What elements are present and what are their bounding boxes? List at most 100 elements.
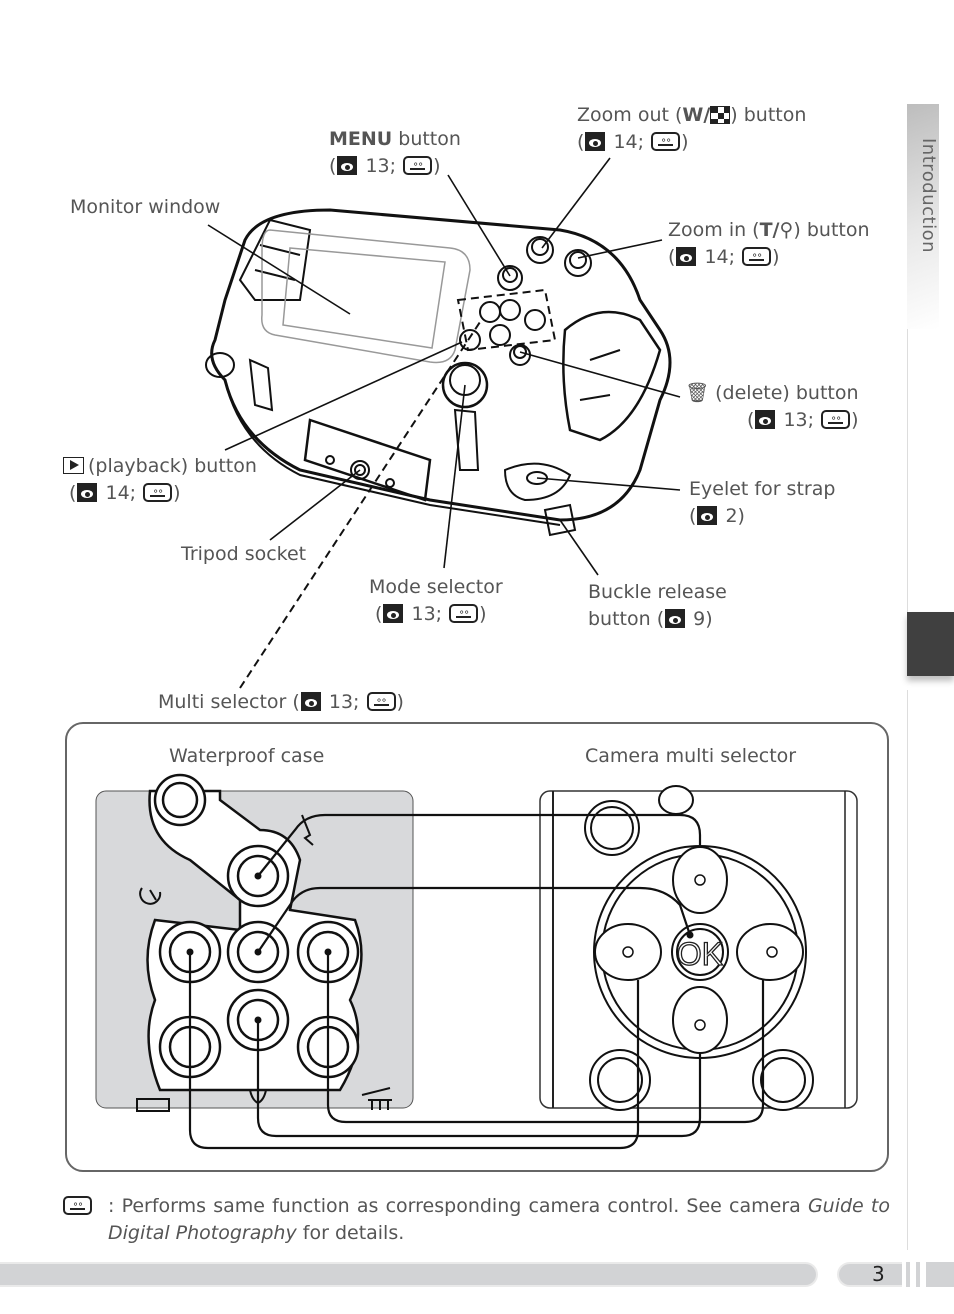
camera-manual-icon — [143, 481, 173, 508]
callout-menu: MENU button ( 13; ) — [329, 126, 461, 181]
ok-label: OK — [677, 936, 723, 972]
strap-right — [562, 310, 662, 442]
delete-icon-case — [361, 1087, 392, 1110]
camera-manual-icon — [403, 154, 433, 181]
trash-icon: 🗑︎ — [684, 382, 710, 404]
footnote-guide-title: Guide to Digital Photography — [108, 1195, 890, 1244]
connector-left — [188, 952, 640, 1150]
footnote-end: for details. — [296, 1222, 405, 1244]
playback-icon — [63, 457, 84, 474]
eyelet-ref: 2) — [725, 505, 745, 527]
eyelet-label: Eyelet for strap — [689, 478, 836, 500]
callout-multi-selector: Multi selector ( 13; ) — [158, 689, 404, 717]
case-body-outline — [210, 208, 672, 522]
footer-bar — [0, 1262, 818, 1287]
footnote-main: : Performs same function as correspondin… — [108, 1195, 808, 1217]
case-lower-edge — [224, 379, 561, 526]
page-number: 3 — [872, 1262, 885, 1286]
connector-ok — [257, 886, 692, 953]
connector-right — [326, 952, 765, 1124]
page-number-pill — [837, 1262, 902, 1287]
mode-selector-dial — [441, 361, 489, 409]
case-button-cluster — [146, 773, 363, 1092]
multi-selector-leader-dashed — [239, 321, 481, 689]
leader-mode — [443, 384, 466, 569]
self-timer-icon — [139, 887, 162, 905]
camera-manual-icon — [651, 130, 681, 157]
eye-reference-icon — [383, 604, 404, 623]
mode-selector-ref: 13; — [411, 603, 443, 625]
callout-buckle-release: Buckle release button ( 9) — [588, 579, 727, 633]
leader-delete — [519, 351, 681, 398]
zoom-in-key: T/ — [759, 219, 780, 241]
eye-reference-icon — [665, 609, 686, 628]
footer-stripe — [926, 1262, 954, 1287]
eye-reference-icon — [755, 410, 776, 429]
callout-zoom-in: Zoom in (T/⚲) button ( 14; ) — [668, 217, 870, 272]
playback-ref: 14; — [105, 482, 137, 504]
callout-tripod-socket: Tripod socket — [181, 543, 307, 565]
zoom-in-label-end: ) button — [793, 219, 870, 241]
buckle-label-2: button ( — [588, 608, 665, 630]
eye-reference-icon — [77, 483, 98, 502]
eye-reference-icon — [697, 506, 718, 525]
footnote-text: : Performs same function as correspondin… — [108, 1193, 890, 1247]
eye-reference-icon — [300, 692, 321, 711]
side-tab-label: Introduction — [918, 138, 939, 254]
eye-reference-icon — [337, 156, 358, 175]
eye-reference-icon — [585, 132, 606, 151]
delete-label: (delete) button — [715, 382, 859, 404]
side-section-marker — [907, 612, 954, 676]
side-divider-lower — [907, 690, 908, 1250]
eye-reference-icon — [676, 247, 697, 266]
flash-icon — [301, 814, 314, 846]
multi-selector-highlight — [456, 288, 557, 352]
callout-zoom-out: Zoom out (W/) button ( 14; ) — [577, 102, 806, 157]
callout-eyelet: Eyelet for strap ( 2) — [689, 478, 836, 527]
playback-label: (playback) button — [88, 455, 257, 477]
camera-manual-icon — [366, 690, 396, 717]
callout-playback: (playback) button ( 14; ) — [63, 453, 257, 508]
magnifier-icon: ⚲ — [779, 219, 794, 241]
connector-down — [256, 1020, 702, 1138]
camera-manual-icon — [821, 408, 851, 435]
monitor-window-outline — [261, 229, 471, 364]
menu-label: button — [392, 128, 461, 150]
leader-monitor — [207, 224, 351, 315]
zoom-out-ref: 14; — [613, 131, 645, 153]
menu-key: MENU — [329, 128, 393, 150]
strap-clip-left — [238, 218, 312, 301]
camera-manual-icon — [449, 602, 479, 629]
callout-delete: 🗑︎ (delete) button ( 13; ) — [684, 380, 859, 435]
camera-manual-icon — [63, 1194, 92, 1221]
zoom-out-key: W/ — [682, 104, 711, 126]
delete-ref: 13; — [783, 409, 815, 431]
leader-zoom-out — [541, 157, 611, 249]
buckle-ref: 9) — [693, 608, 713, 630]
tripod-plate — [303, 418, 432, 502]
footer-stripe — [906, 1262, 910, 1287]
side-divider — [907, 329, 908, 612]
zoom-in-label: Zoom in ( — [668, 219, 760, 241]
buckle-label: Buckle release — [588, 581, 727, 603]
waterproof-case-title: Waterproof case — [169, 745, 325, 767]
leader-zoom-in — [577, 239, 663, 259]
leader-playback — [224, 341, 463, 451]
camera-multi-selector-title: Camera multi selector — [585, 745, 797, 767]
side-tab-background — [907, 104, 939, 329]
zoom-out-label: Zoom out ( — [577, 104, 683, 126]
footer-stripe — [916, 1262, 920, 1287]
zoom-in-ref: 14; — [704, 246, 736, 268]
multi-selector-ref: 13; — [328, 691, 360, 713]
thumbnail-checker-icon — [710, 106, 731, 124]
leader-buckle — [559, 519, 599, 576]
mode-selector-label: Mode selector — [369, 576, 503, 598]
leader-menu — [447, 174, 511, 277]
callout-monitor-window: Monitor window — [70, 196, 221, 218]
multi-selector-label: Multi selector ( — [158, 691, 300, 713]
leader-tripod — [269, 469, 361, 541]
playback-mode-icon — [136, 1098, 170, 1112]
camera-manual-icon — [742, 245, 772, 272]
eyelet-outline — [503, 462, 572, 502]
